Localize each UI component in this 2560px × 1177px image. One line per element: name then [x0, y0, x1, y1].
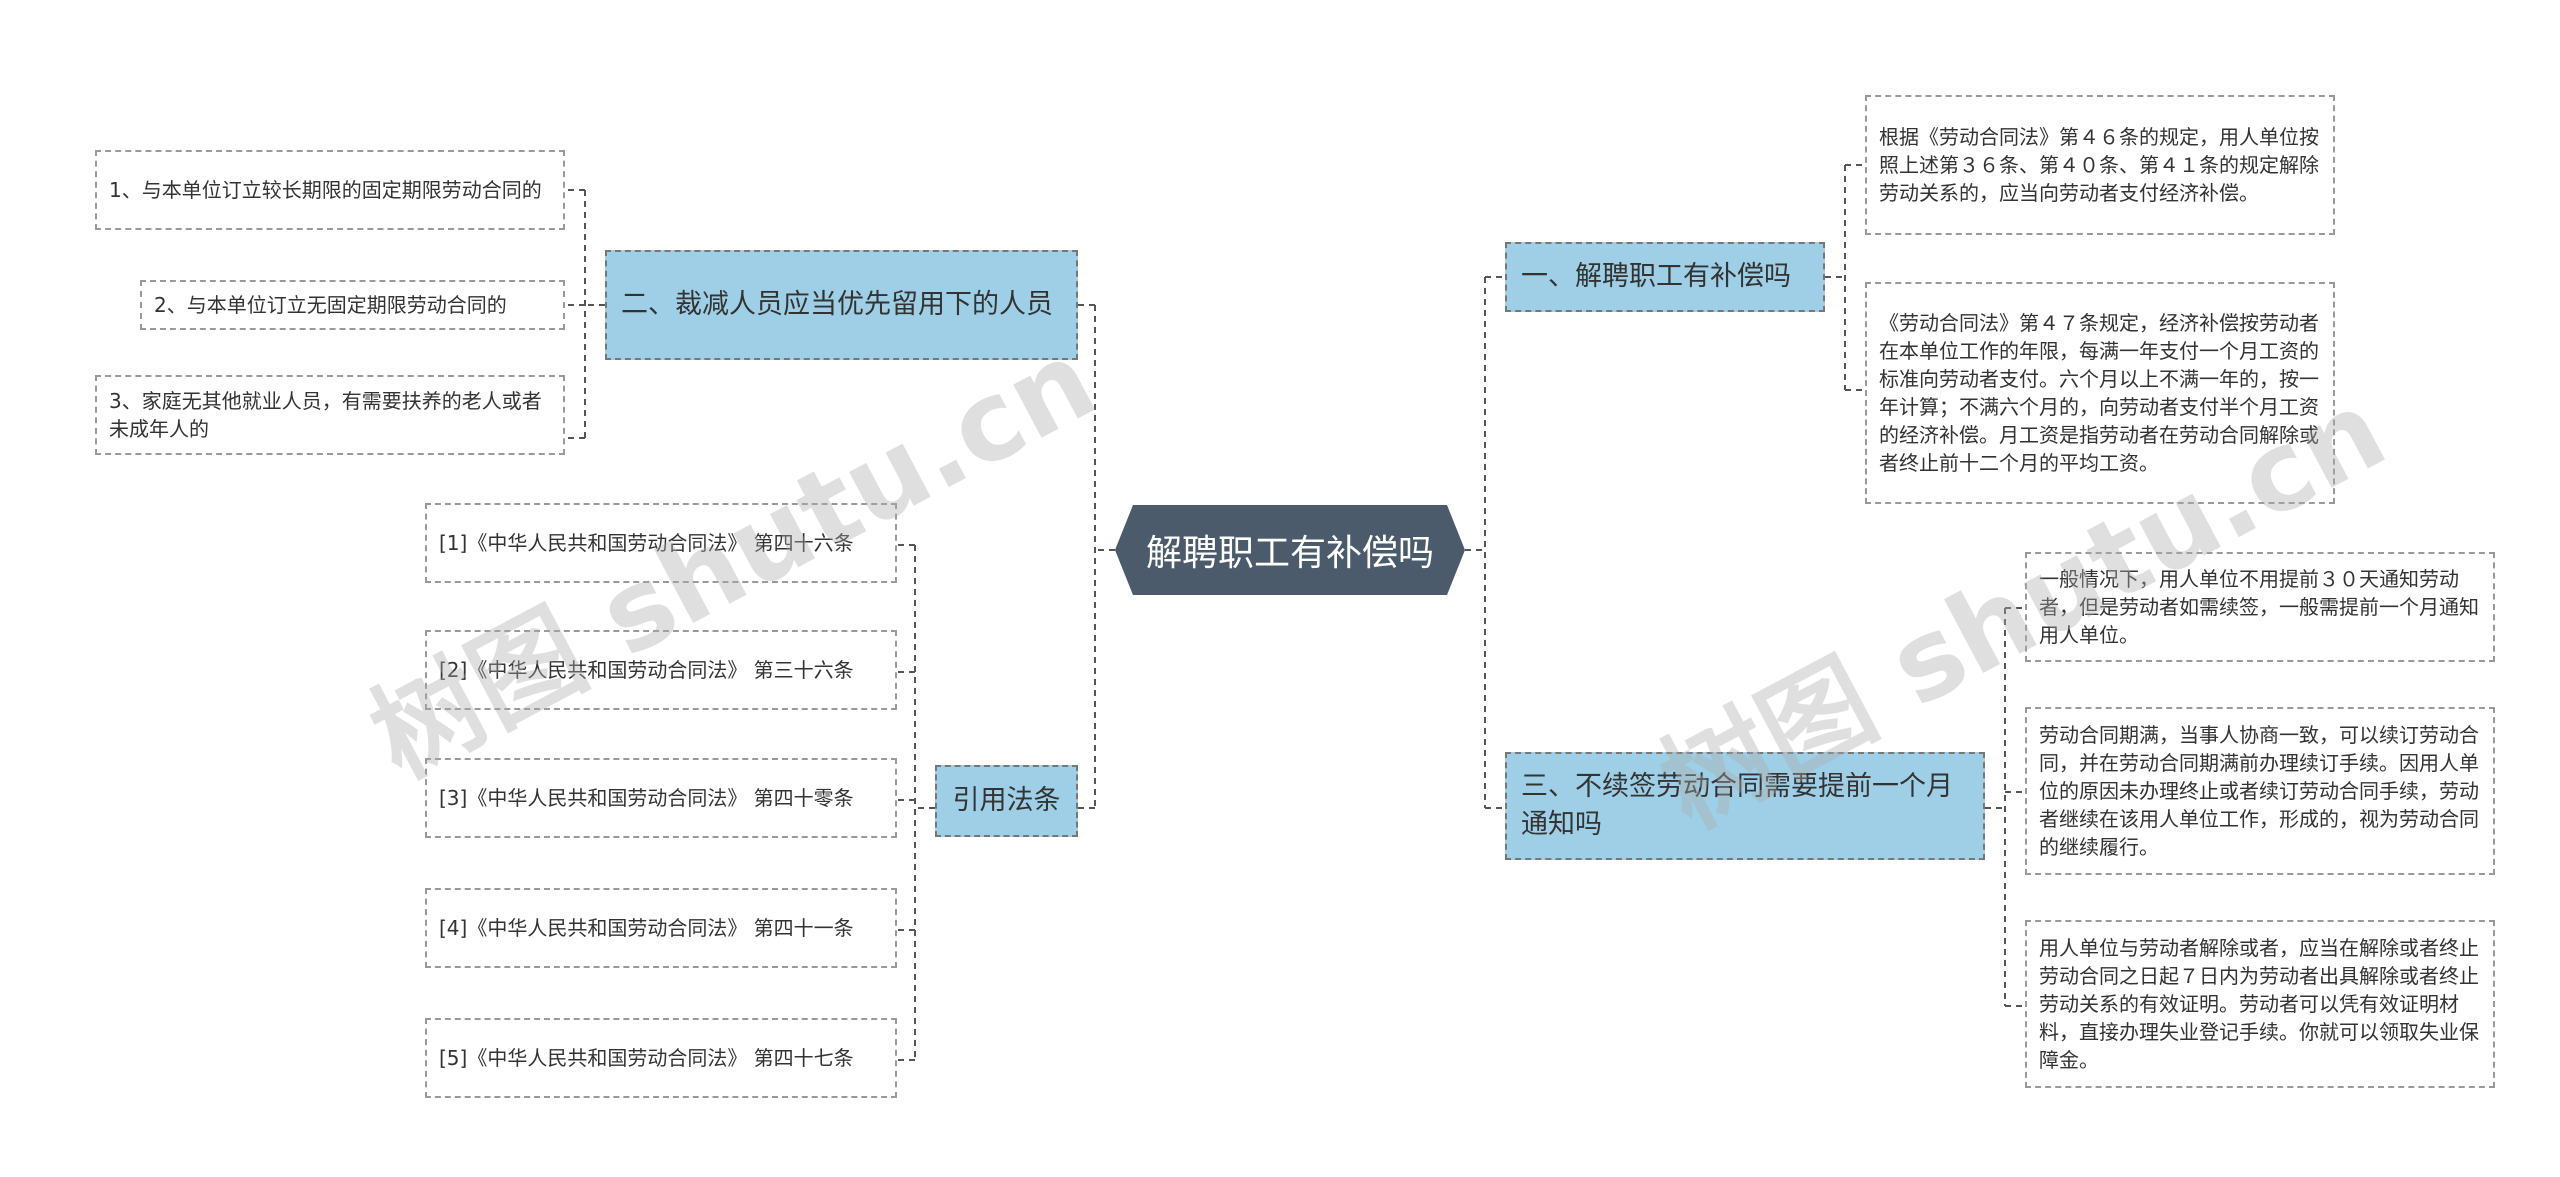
leaf-retain-1[interactable]: 1、与本单位订立较长期限的固定期限劳动合同的 — [95, 150, 565, 230]
leaf-notice-1[interactable]: 一般情况下，用人单位不用提前３０天通知劳动者，但是劳动者如需续签，一般需提前一个… — [2025, 552, 2495, 662]
leaf-cite-2-text: [2]《中华人民共和国劳动合同法》 第三十六条 — [439, 658, 854, 682]
leaf-cite-5[interactable]: [5]《中华人民共和国劳动合同法》 第四十七条 — [425, 1018, 897, 1098]
leaf-cite-4[interactable]: [4]《中华人民共和国劳动合同法》 第四十一条 — [425, 888, 897, 968]
leaf-comp-1[interactable]: 根据《劳动合同法》第４６条的规定，用人单位按照上述第３６条、第４０条、第４１条的… — [1865, 95, 2335, 235]
leaf-retain-3-text: 3、家庭无其他就业人员，有需要扶养的老人或者未成年人的 — [109, 389, 542, 441]
leaf-cite-1-text: [1]《中华人民共和国劳动合同法》 第四十六条 — [439, 531, 854, 555]
branch-cited-articles[interactable]: 引用法条 — [935, 765, 1078, 837]
leaf-cite-5-text: [5]《中华人民共和国劳动合同法》 第四十七条 — [439, 1046, 854, 1070]
leaf-notice-3-text: 用人单位与劳动者解除或者，应当在解除或者终止劳动合同之日起７日内为劳动者出具解除… — [2039, 936, 2479, 1072]
leaf-cite-2[interactable]: [2]《中华人民共和国劳动合同法》 第三十六条 — [425, 630, 897, 710]
branch-comp-label: 一、解聘职工有补偿吗 — [1521, 261, 1791, 292]
leaf-cite-3-text: [3]《中华人民共和国劳动合同法》 第四十零条 — [439, 786, 854, 810]
leaf-comp-2[interactable]: 《劳动合同法》第４７条规定，经济补偿按劳动者在本单位工作的年限，每满一年支付一个… — [1865, 282, 2335, 504]
branch-renewal-notice[interactable]: 三、不续签劳动合同需要提前一个月通知吗 — [1505, 752, 1985, 860]
root-node[interactable]: 解聘职工有补偿吗 — [1115, 505, 1465, 595]
branch-retain-label: 二、裁减人员应当优先留用下的人员 — [621, 289, 1053, 320]
leaf-retain-3[interactable]: 3、家庭无其他就业人员，有需要扶养的老人或者未成年人的 — [95, 375, 565, 455]
leaf-cite-4-text: [4]《中华人民共和国劳动合同法》 第四十一条 — [439, 916, 854, 940]
leaf-comp-2-text: 《劳动合同法》第４７条规定，经济补偿按劳动者在本单位工作的年限，每满一年支付一个… — [1879, 311, 2319, 475]
leaf-cite-3[interactable]: [3]《中华人民共和国劳动合同法》 第四十零条 — [425, 758, 897, 838]
leaf-retain-2-text: 2、与本单位订立无固定期限劳动合同的 — [154, 293, 507, 317]
leaf-notice-3[interactable]: 用人单位与劳动者解除或者，应当在解除或者终止劳动合同之日起７日内为劳动者出具解除… — [2025, 920, 2495, 1088]
branch-compensation[interactable]: 一、解聘职工有补偿吗 — [1505, 242, 1825, 312]
leaf-notice-2-text: 劳动合同期满，当事人协商一致，可以续订劳动合同，并在劳动合同期满前办理续订手续。… — [2039, 723, 2479, 859]
branch-notice-label: 三、不续签劳动合同需要提前一个月通知吗 — [1521, 771, 1953, 840]
leaf-retain-2[interactable]: 2、与本单位订立无固定期限劳动合同的 — [140, 280, 565, 330]
root-title: 解聘职工有补偿吗 — [1145, 533, 1434, 574]
leaf-notice-1-text: 一般情况下，用人单位不用提前３０天通知劳动者，但是劳动者如需续签，一般需提前一个… — [2039, 567, 2479, 647]
leaf-notice-2[interactable]: 劳动合同期满，当事人协商一致，可以续订劳动合同，并在劳动合同期满前办理续订手续。… — [2025, 707, 2495, 875]
leaf-retain-1-text: 1、与本单位订立较长期限的固定期限劳动合同的 — [109, 178, 542, 202]
branch-retain-priority[interactable]: 二、裁减人员应当优先留用下的人员 — [605, 250, 1078, 360]
leaf-comp-1-text: 根据《劳动合同法》第４６条的规定，用人单位按照上述第３６条、第４０条、第４１条的… — [1879, 125, 2319, 205]
leaf-cite-1[interactable]: [1]《中华人民共和国劳动合同法》 第四十六条 — [425, 503, 897, 583]
branch-cite-label: 引用法条 — [952, 785, 1061, 816]
